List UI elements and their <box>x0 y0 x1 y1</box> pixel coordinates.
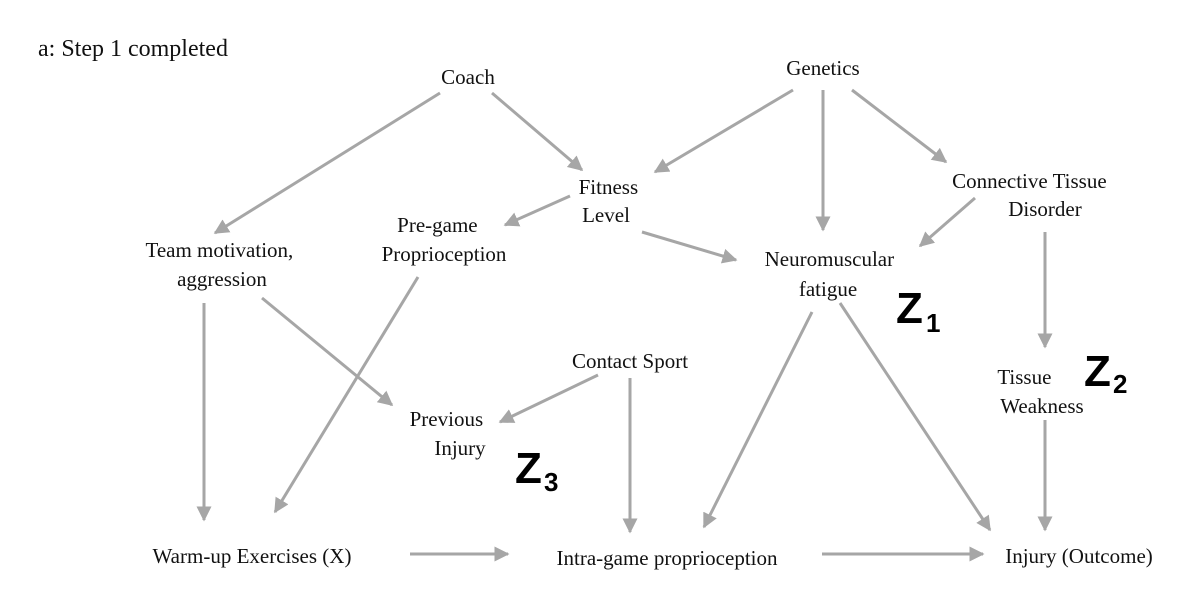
node-neuromuscular-fatigue-line1: Neuromuscular <box>765 247 894 271</box>
node-pregame-proprioception-line1: Pre-game <box>397 213 477 237</box>
z1-subscript: 1 <box>926 308 940 338</box>
z1-letter: Z <box>896 284 923 333</box>
z3-marker: Z 3 <box>515 444 558 497</box>
node-connective-tissue-disorder: Connective Tissue Disorder <box>952 169 1112 221</box>
node-tissue-weakness-line1: Tissue <box>997 365 1051 389</box>
node-team-motivation-line1: Team motivation, <box>145 238 293 262</box>
edge-connective-tissue-neuromuscular-fatigue <box>918 196 976 248</box>
edges <box>196 88 1053 562</box>
edge-neuromuscular-fatigue-injury <box>838 302 992 532</box>
edge-genetics-connective-tissue <box>851 88 948 164</box>
node-warmup-exercises: Warm-up Exercises (X) <box>153 544 352 568</box>
z2-subscript: 2 <box>1113 369 1127 399</box>
node-fitness-level-line2: Level <box>582 203 630 227</box>
node-genetics: Genetics <box>786 56 859 80</box>
node-previous-injury-line1: Previous <box>410 407 484 431</box>
z3-letter: Z <box>515 444 542 493</box>
node-tissue-weakness: Tissue Weakness <box>997 365 1083 418</box>
edge-genetics-fitness-level <box>653 88 794 174</box>
edge-neuromuscular-fatigue-intragame <box>702 311 814 529</box>
node-team-motivation: Team motivation, aggression <box>145 238 298 291</box>
node-pregame-proprioception: Pre-game Proprioception <box>382 213 507 266</box>
node-coach: Coach <box>441 65 495 89</box>
node-neuromuscular-fatigue: Neuromuscular fatigue <box>765 247 900 301</box>
node-injury-outcome: Injury (Outcome) <box>1005 544 1153 568</box>
node-intragame-proprioception: Intra-game proprioception <box>557 546 778 570</box>
nodes: Coach Genetics Fitness Level Connective … <box>145 56 1152 570</box>
edge-contact-sport-previous-injury <box>498 373 599 424</box>
node-connective-tissue-disorder-line2: Disorder <box>1008 197 1081 221</box>
z1-marker: Z 1 <box>896 284 940 338</box>
edge-fitness-level-pregame-proprioception <box>503 194 571 227</box>
z2-letter: Z <box>1084 347 1111 396</box>
diagram-title: a: Step 1 completed <box>38 36 228 62</box>
node-team-motivation-line2: aggression <box>177 267 267 291</box>
node-contact-sport: Contact Sport <box>572 349 688 373</box>
z2-marker: Z 2 <box>1084 347 1127 399</box>
node-previous-injury: Previous Injury <box>410 407 489 460</box>
node-neuromuscular-fatigue-line2: fatigue <box>799 277 857 301</box>
node-previous-injury-line2: Injury <box>434 436 486 460</box>
node-fitness-level-line1: Fitness <box>579 175 639 199</box>
z3-subscript: 3 <box>544 467 558 497</box>
node-tissue-weakness-line2: Weakness <box>1000 394 1083 418</box>
edge-pregame-proprioception-warmup <box>273 276 420 514</box>
node-fitness-level: Fitness Level <box>579 175 644 227</box>
edge-coach-fitness-level <box>491 91 584 172</box>
node-pregame-proprioception-line2: Proprioception <box>382 242 507 266</box>
edge-team-motivation-previous-injury <box>261 296 394 407</box>
node-connective-tissue-disorder-line1: Connective Tissue <box>952 169 1107 193</box>
edge-fitness-level-neuromuscular-fatigue <box>641 230 738 264</box>
edge-coach-team-motivation <box>213 91 441 235</box>
